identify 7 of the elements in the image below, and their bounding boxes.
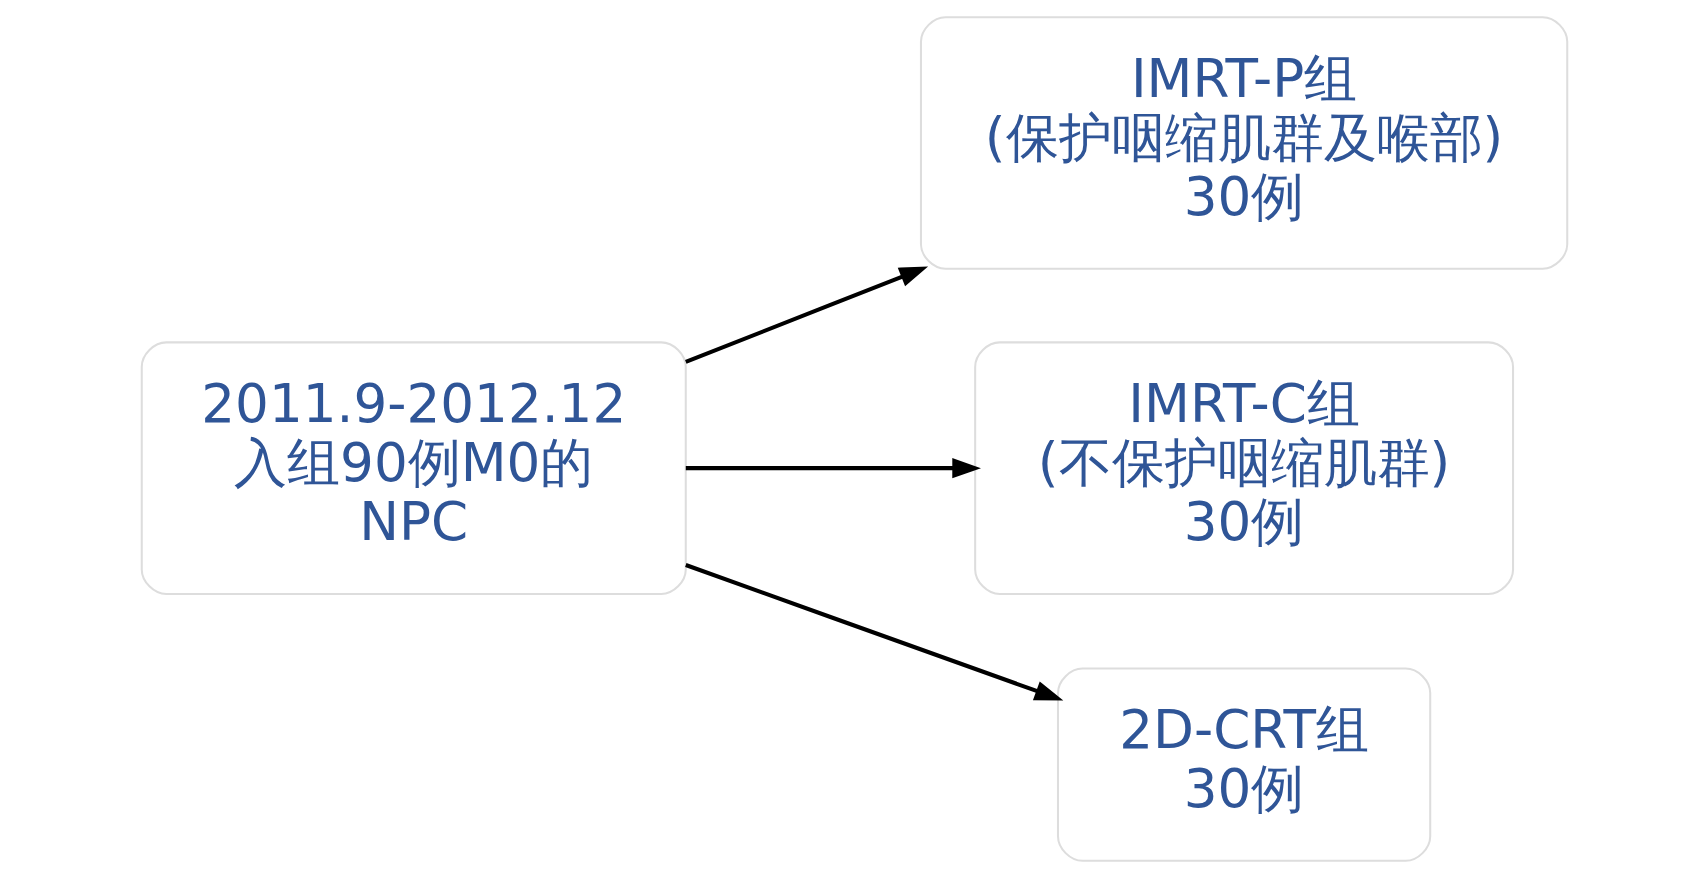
arrow bbox=[684, 266, 928, 364]
node-box: 2D-CRT组 30例 bbox=[1056, 667, 1431, 862]
arrow bbox=[685, 457, 981, 478]
arrow bbox=[684, 562, 1063, 701]
node-box: IMRT-P组 (保护咽缩肌群及喉部) 30例 bbox=[919, 15, 1568, 270]
node-box: IMRT-C组 (不保护咽缩肌群) 30例 bbox=[973, 340, 1514, 595]
node-box: 2011.9-2012.12 入组90例M0的 NPC bbox=[140, 340, 687, 595]
